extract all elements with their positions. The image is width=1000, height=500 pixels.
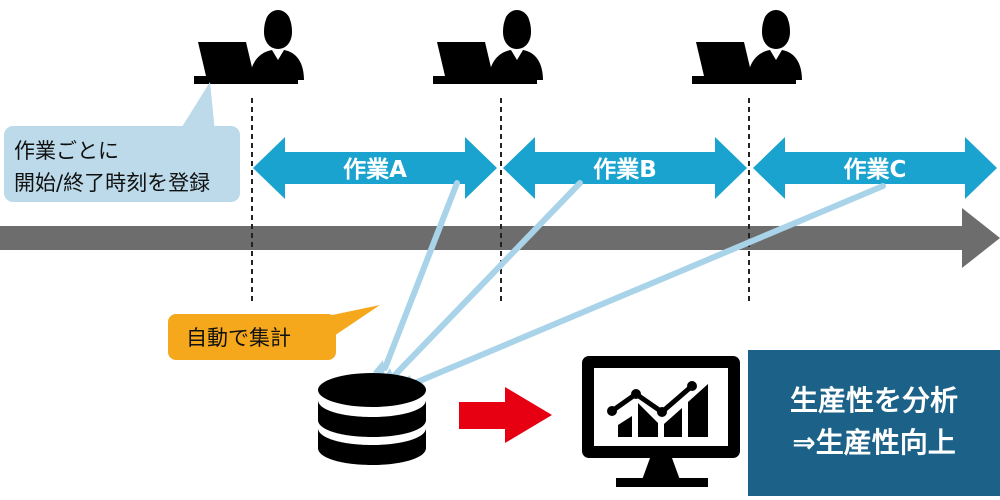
register-callout: 作業ごとに 開始/終了時刻を登録 [4, 82, 240, 202]
task-dividers [251, 98, 750, 305]
timeline-arrow [0, 208, 1000, 268]
register-callout-line2: 開始/終了時刻を登録 [14, 171, 210, 195]
task-arrow-c: 作業C [753, 137, 997, 199]
link-lines [382, 180, 886, 388]
register-callout-line1: 作業ごとに [14, 139, 119, 163]
worker-at-laptop-icon [433, 10, 543, 84]
aggregate-callout: 自動で集計 [168, 305, 380, 360]
flow-arrow [459, 387, 552, 443]
aggregate-callout-text: 自動で集計 [186, 326, 291, 350]
task-arrow-b: 作業B [503, 137, 747, 199]
worker-at-laptop-icon [692, 10, 802, 84]
result-box-line2: ⇒生産性向上 [792, 426, 955, 459]
result-box-line1: 生産性を分析 [790, 384, 958, 417]
task-label-a: 作業A [343, 156, 407, 183]
result-box: 生産性を分析 ⇒生産性向上 [748, 350, 1000, 496]
worker-at-laptop-icon [194, 10, 304, 84]
task-label-b: 作業B [593, 156, 657, 183]
task-arrow-a: 作業A [253, 137, 497, 199]
database-icon [318, 373, 426, 465]
task-label-c: 作業C [844, 156, 907, 183]
monitor-chart-icon [582, 356, 740, 487]
